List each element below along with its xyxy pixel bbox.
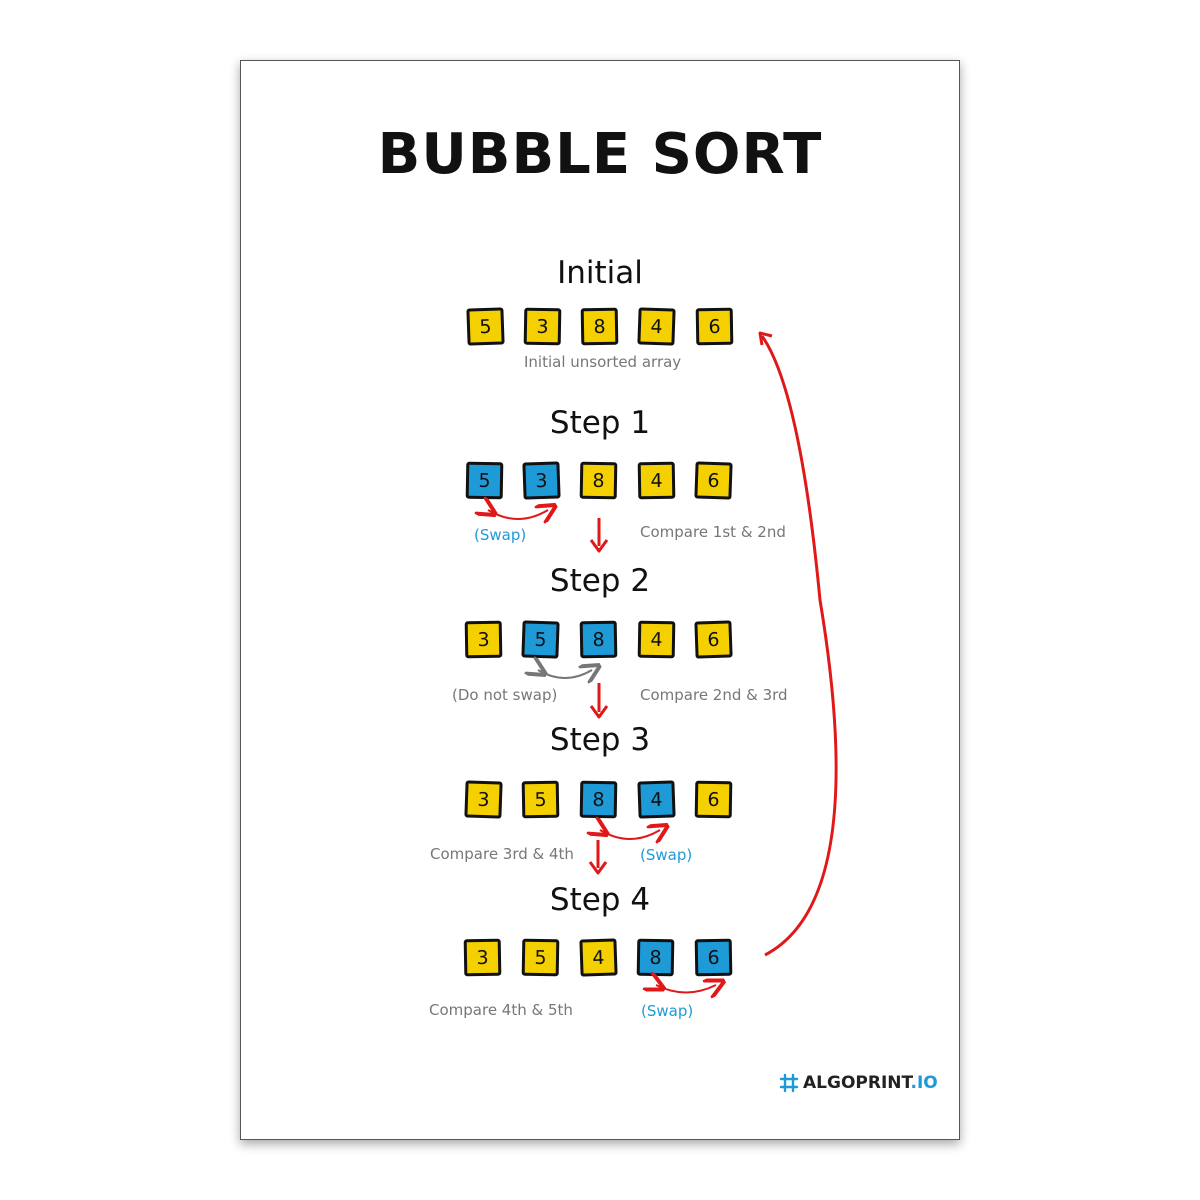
array-cell: 3 [464,780,503,819]
array-cell: 5 [466,307,505,346]
step-title-initial: Initial [557,255,643,291]
array-cell: 8 [579,620,618,659]
page-title: BUBBLE SORT [377,122,823,187]
step-title-4: Step 4 [549,882,651,918]
array-cell: 6 [695,307,734,346]
array-cell: 4 [637,461,676,500]
swap-label-step-3: (Swap) [640,846,693,864]
step-note-3: Compare 3rd & 4th [430,845,574,863]
array-cell: 8 [579,461,618,500]
array-cell: 3 [463,938,502,977]
array-cell: 4 [637,307,676,346]
array-cell: 3 [464,620,503,659]
array-cell: 5 [521,938,560,977]
array-cell: 3 [522,461,561,500]
step-note-1: Compare 1st & 2nd [640,523,786,541]
brand-logo: ALGOPRINT.IO [779,1073,938,1093]
array-cell: 8 [579,780,618,819]
array-cell: 6 [694,938,733,977]
array-cell: 6 [694,780,733,819]
array-cell: 8 [636,938,675,977]
array-cell: 5 [521,780,560,819]
array-cell: 8 [580,307,619,346]
step-title-3: Step 3 [549,722,651,758]
brand-name: ALGOPRINT [803,1073,911,1093]
poster-sheet [240,60,960,1140]
swap-label-step-1: (Swap) [474,526,527,544]
step-note-2: Compare 2nd & 3rd [640,686,788,704]
array-cell: 5 [465,461,504,500]
step-note-4: Compare 4th & 5th [429,1001,573,1019]
array-cell: 6 [694,620,733,659]
step-title-2: Step 2 [549,563,651,599]
array-cell: 4 [637,620,676,659]
array-cell: 6 [694,461,733,500]
array-cell: 4 [579,938,618,977]
step-title-1: Step 1 [549,405,651,441]
swap-label-step-4: (Swap) [641,1002,694,1020]
hash-grid-icon [779,1073,799,1093]
array-cell: 4 [637,780,676,819]
step-note-initial: Initial unsorted array [524,353,682,371]
array-cell: 5 [521,620,560,659]
swap-label-step-2: (Do not swap) [452,686,558,704]
brand-suffix: .IO [910,1073,938,1093]
array-cell: 3 [523,307,562,346]
